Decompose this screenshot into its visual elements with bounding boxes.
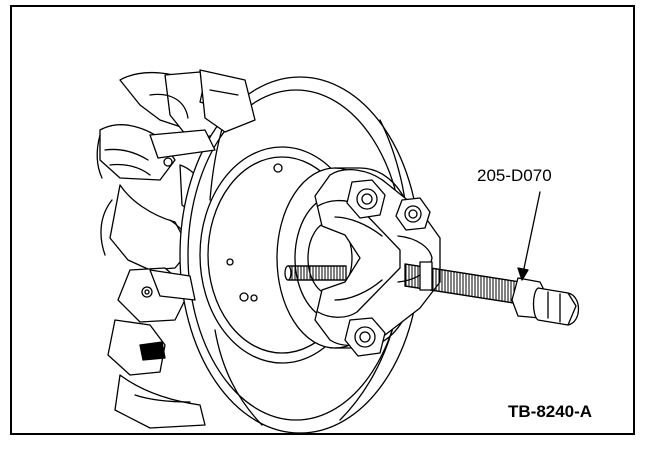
wheel-stud	[284, 265, 347, 281]
callout-arrowhead	[517, 267, 529, 281]
callout-leader	[521, 191, 541, 279]
brake-caliper	[149, 69, 256, 301]
lug-nut-top-left	[346, 179, 386, 219]
lug-nut-top-right	[395, 197, 431, 231]
figure-id-label: TB-8240-A	[508, 402, 593, 421]
tool-callout-label: 205-D070	[477, 166, 552, 185]
hex-head	[511, 277, 580, 326]
lug-nut-bottom	[344, 317, 386, 357]
